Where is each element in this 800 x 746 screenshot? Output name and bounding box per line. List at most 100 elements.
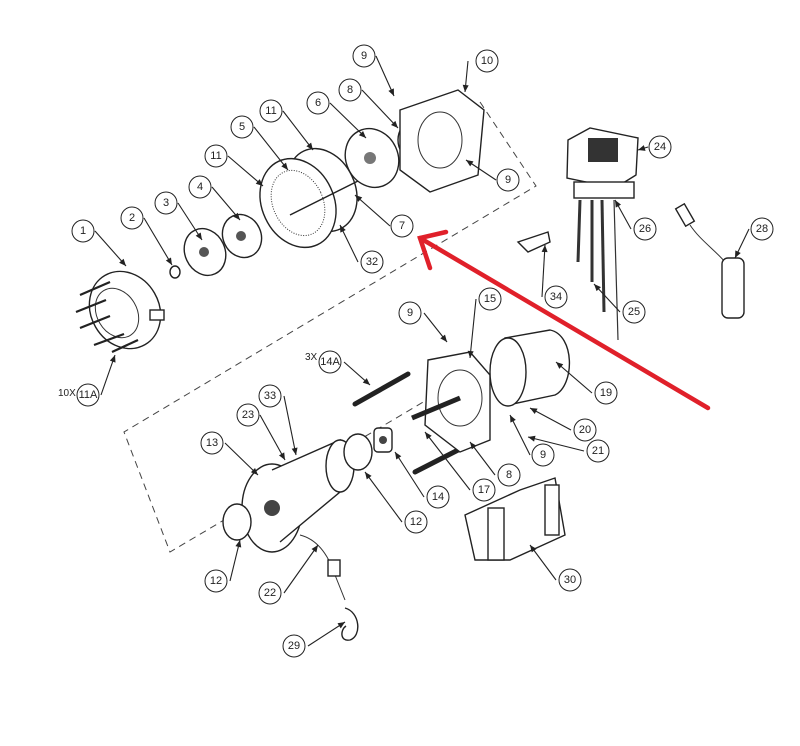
callout-circle <box>573 418 597 442</box>
callout-25: 25 <box>593 283 646 324</box>
leader-line <box>283 395 297 456</box>
leader-arrowhead <box>233 212 240 220</box>
callout-label: 33 <box>264 390 276 402</box>
callout-1: 1 <box>71 219 127 267</box>
callout-21: 21 <box>527 435 610 463</box>
callout-circle <box>648 135 672 159</box>
callout-11a: 11A <box>76 354 116 407</box>
callout-label: 11 <box>210 150 221 162</box>
bushing-part-14 <box>373 427 393 453</box>
leader-line <box>541 244 546 298</box>
callout-30: 30 <box>529 544 582 592</box>
callout-circle <box>390 214 414 238</box>
leader-arrowhead <box>541 245 548 253</box>
callout-11: 11 <box>204 144 264 187</box>
callout-label: 30 <box>564 574 576 586</box>
leader-arrowhead <box>467 350 474 358</box>
callout-label: 9 <box>407 307 413 319</box>
leader-arrowhead <box>340 225 346 233</box>
callout-9: 9 <box>398 301 448 343</box>
callout-19: 19 <box>555 361 618 405</box>
callout-label: 9 <box>505 174 511 186</box>
leader-arrowhead <box>462 84 469 92</box>
callout-3: 3 <box>154 191 203 241</box>
callout-8: 8 <box>469 441 521 487</box>
callout-label: 15 <box>484 293 496 305</box>
callout-label: 12 <box>410 516 422 528</box>
tie-rod-part-14a <box>352 371 411 407</box>
callout-circle <box>622 300 646 324</box>
callout-label: 29 <box>288 640 300 652</box>
callout-circle <box>586 439 610 463</box>
callout-13: 13 <box>200 431 259 476</box>
callout-label: 25 <box>628 306 640 318</box>
fairlead-part-30 <box>464 477 566 561</box>
callout-label: 1 <box>80 225 86 237</box>
callout-circle <box>204 569 228 593</box>
drum-part-13 <box>241 438 355 553</box>
leader-line <box>361 89 399 129</box>
callout-2: 2 <box>120 206 173 266</box>
callout-17: 17 <box>424 431 496 502</box>
callout-label: 8 <box>347 84 353 96</box>
leader-arrowhead <box>594 284 601 292</box>
callout-circle <box>750 217 774 241</box>
callout-circle <box>478 287 502 311</box>
leader-arrowhead <box>235 540 242 548</box>
callout-28: 28 <box>734 217 774 259</box>
leader-line <box>364 471 403 523</box>
callout-circle <box>338 78 362 102</box>
leader-arrowhead <box>119 258 126 266</box>
callout-circle <box>352 44 376 68</box>
callout-label: 4 <box>197 181 203 193</box>
callout-circle <box>398 301 422 325</box>
callout-label: 13 <box>206 437 218 449</box>
leader-arrowhead <box>440 334 447 342</box>
callout-circle <box>472 478 496 502</box>
leader-arrowhead <box>391 120 398 128</box>
leader-arrowhead <box>510 415 516 423</box>
callout-32: 32 <box>339 224 384 274</box>
leader-arrowhead <box>735 250 741 258</box>
motor-end-plate-part-15 <box>411 351 491 453</box>
callout-circle <box>497 463 521 487</box>
callout-10: 10 <box>462 49 499 93</box>
callout-4: 4 <box>188 175 241 221</box>
callout-29: 29 <box>282 621 346 658</box>
callout-circle <box>426 485 450 509</box>
callout-circle <box>259 99 283 123</box>
leader-arrowhead <box>306 142 313 150</box>
callout-circle <box>475 49 499 73</box>
leader-arrowhead <box>337 622 345 629</box>
callout-circle <box>404 510 428 534</box>
bracket-part-34 <box>516 231 551 253</box>
callout-circle <box>71 219 95 243</box>
callout-23: 23 <box>236 403 286 461</box>
callout-circle <box>188 175 212 199</box>
callout-circle <box>236 403 260 427</box>
callout-7: 7 <box>354 194 414 238</box>
ring-part-12-upper <box>343 433 373 471</box>
leader-line <box>529 407 572 431</box>
leader-line <box>424 431 471 491</box>
callout-label: 9 <box>540 449 546 461</box>
callout-label: 14A <box>320 356 340 368</box>
tie-rod-lower <box>412 445 465 475</box>
cable-hook-part-22 <box>299 534 359 641</box>
callout-circle <box>558 568 582 592</box>
leader-line <box>283 544 319 594</box>
callout-9: 9 <box>352 44 395 97</box>
callout-circle <box>204 144 228 168</box>
leader-arrowhead <box>355 195 363 202</box>
callout-12: 12 <box>204 539 242 593</box>
leader-line <box>529 544 557 581</box>
callout-circle <box>258 384 282 408</box>
ring-part-12-lower <box>222 503 252 541</box>
callout-label: 11A <box>79 389 98 401</box>
leader-line <box>100 354 116 396</box>
callout-20: 20 <box>529 407 597 442</box>
leader-line <box>354 194 391 227</box>
callout-label: 26 <box>639 223 651 235</box>
leader-arrowhead <box>281 162 288 170</box>
